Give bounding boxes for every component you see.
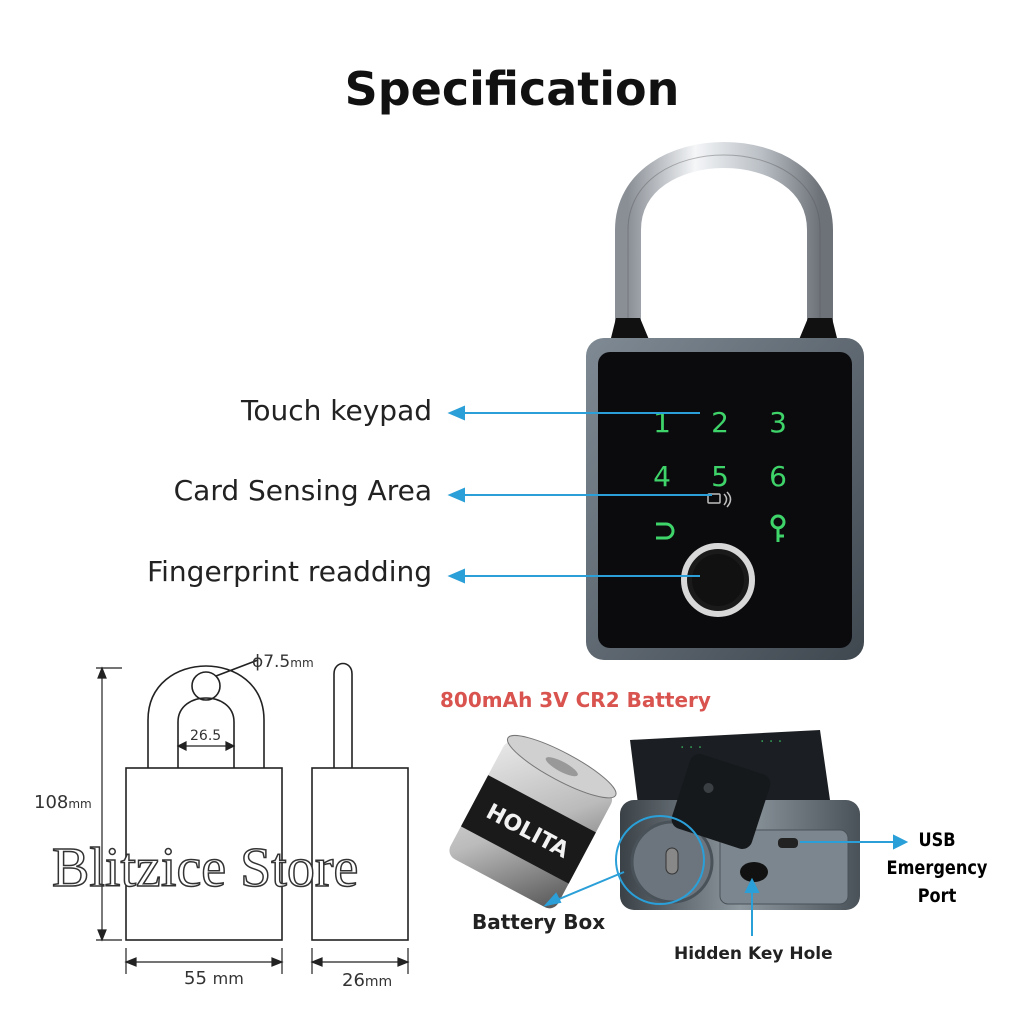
depth-label: 26mm bbox=[342, 970, 393, 991]
height-dimension-line bbox=[96, 666, 122, 942]
usb-label-line1: USB bbox=[918, 829, 956, 851]
dimension-drawing-front bbox=[125, 659, 283, 941]
usb-label-line2: Emergency Port bbox=[886, 857, 988, 907]
key-4: 4 bbox=[653, 460, 671, 493]
label-touch-keypad: Touch keypad bbox=[241, 394, 432, 427]
height-label: 108mm bbox=[34, 792, 92, 813]
key-2: 2 bbox=[711, 406, 729, 439]
shackle-diameter-label: ϕ7.5mm bbox=[252, 652, 314, 672]
dimension-drawing-side bbox=[311, 662, 409, 941]
key-6: 6 bbox=[769, 460, 787, 493]
battery-box-label: Battery Box bbox=[472, 910, 606, 934]
shackle-collar-left bbox=[610, 318, 650, 342]
battery-illustration: HOLITA bbox=[449, 734, 617, 909]
usb-port-label: USB Emergency Port bbox=[873, 826, 1001, 910]
depth-dimension-line bbox=[310, 948, 410, 974]
svg-text:· · ·: · · · bbox=[680, 740, 702, 756]
shackle-collar-right bbox=[798, 318, 838, 342]
key-1: 1 bbox=[653, 406, 671, 439]
keypad: 1 2 3 4 5 6 bbox=[653, 406, 787, 493]
key-icon bbox=[770, 514, 786, 542]
page-title: Specification bbox=[344, 62, 680, 116]
battery-spec-label: 800mAh 3V CR2 Battery bbox=[440, 688, 711, 712]
label-fingerprint: Fingerprint readding bbox=[147, 555, 432, 588]
label-card-sensing-area: Card Sensing Area bbox=[173, 474, 432, 507]
card-sense-icon bbox=[707, 491, 732, 508]
arrow-battery-box bbox=[551, 871, 625, 903]
key-3: 3 bbox=[769, 406, 787, 439]
lock-base-illustration: · · · · · · bbox=[615, 730, 860, 910]
hidden-key-hole-label: Hidden Key Hole bbox=[674, 944, 833, 964]
watermark: Blitzice Store bbox=[51, 836, 359, 900]
key-5: 5 bbox=[711, 460, 729, 493]
svg-text:· · ·: · · · bbox=[760, 734, 782, 750]
width-label: 55 mm bbox=[184, 968, 244, 989]
lock-face bbox=[598, 352, 852, 648]
back-icon bbox=[656, 522, 675, 540]
shackle bbox=[615, 142, 833, 330]
inner-width-label: 26.5 bbox=[190, 728, 222, 744]
width-dimension-line bbox=[124, 948, 284, 974]
